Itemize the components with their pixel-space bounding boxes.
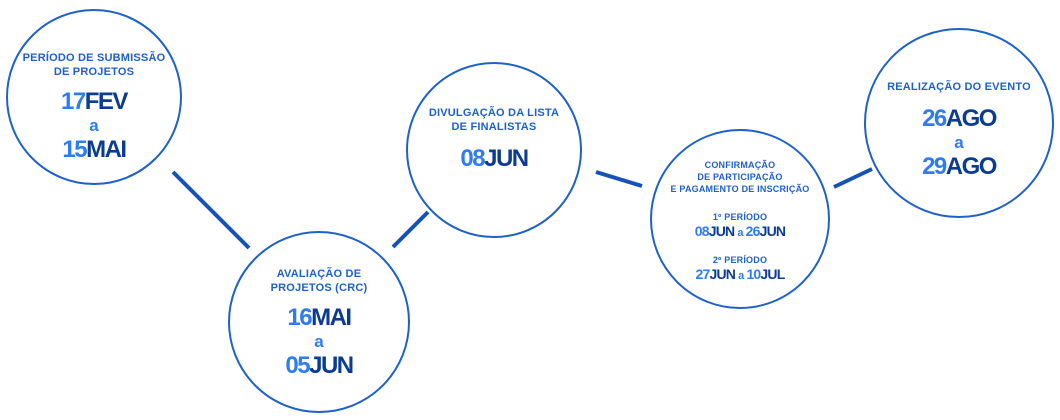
stage-submission-label: Período de submissão de projetos — [22, 52, 166, 78]
stage-submission-end-date: 15MAI — [62, 136, 127, 163]
period-1-label: 1º período — [712, 212, 768, 222]
stage-finalists-label: Divulgação da lista de finalistas — [428, 107, 560, 133]
stage-event-separator: a — [954, 133, 964, 152]
stage-submission-start-date: 17FEV — [61, 88, 128, 115]
stage-evaluation-start-date: 16MAI — [287, 304, 352, 331]
stage-confirmation-circle: Confirmação de participação e pagamento … — [650, 129, 830, 309]
stage-finalists-circle: Divulgação da lista de finalistas 08JUN — [406, 62, 582, 238]
connector-2-3 — [391, 210, 430, 249]
stage-event-circle: Realização do evento 26AGO a 29AGO — [864, 28, 1054, 218]
stage-evaluation-circle: Avaliação de projetos (CRC) 16MAI a 05JU… — [228, 231, 410, 413]
stage-event-start-date: 26AGO — [922, 105, 997, 132]
stage-evaluation-separator: a — [314, 332, 324, 351]
stage-evaluation-label: Avaliação de projetos (CRC) — [270, 268, 368, 294]
stage-event-end-date: 29AGO — [922, 153, 997, 180]
stage-finalists-date: 08JUN — [460, 145, 529, 172]
stage-submission-separator: a — [89, 116, 99, 135]
stage-event-label: Realização do evento — [887, 81, 1031, 93]
connector-4-5 — [833, 167, 873, 189]
stage-submission-circle: Período de submissão de projetos 17FEV a… — [6, 9, 182, 185]
stage-evaluation-end-date: 05JUN — [285, 352, 354, 379]
stage-confirmation-label: Confirmação de participação e pagamento … — [670, 160, 810, 194]
connector-1-2 — [171, 170, 251, 250]
connector-3-4 — [595, 170, 643, 188]
period-2-label: 2º período — [712, 255, 768, 265]
